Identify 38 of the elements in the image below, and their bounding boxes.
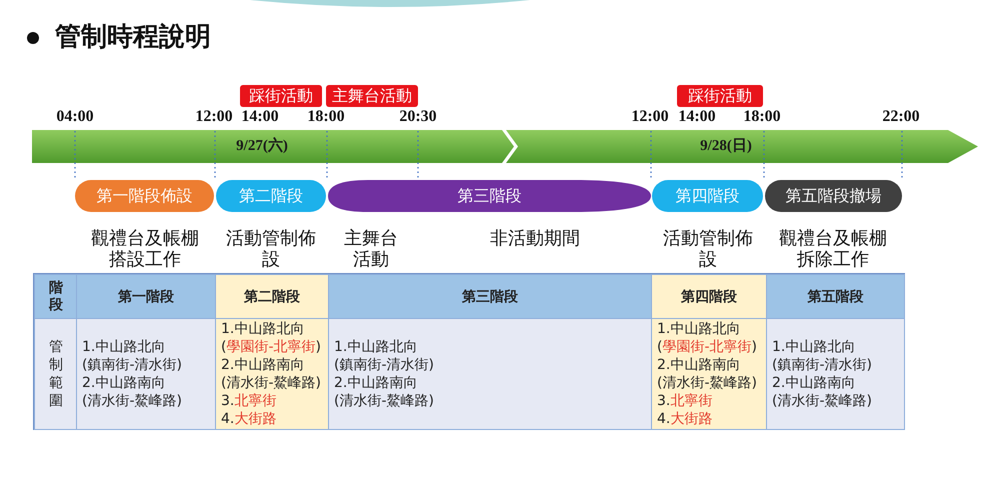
page-title: 管制時程說明 [55, 21, 211, 54]
data-cell: 1.中山路北向 (學園街-北寧街) 2.中山路南向 (清水街-鰲峰路) 3.北寧街 4.大街路 [215, 318, 329, 430]
timeline-band: 9/27(六) [32, 130, 514, 163]
time-label: 14:00 [678, 108, 716, 126]
data-cell: 1.中山路北向 (鎮南街-清水街) 2.中山路南向 (清水街-鰲峰路) [766, 318, 905, 430]
time-label: 12:00 [195, 108, 233, 126]
data-cell: 1.中山路北向 (學園街-北寧街) 2.中山路南向 (清水街-鰲峰路) 3.北寧街 4.大街路 [651, 318, 767, 430]
phase-pill: 第四階段 [652, 180, 763, 212]
time-label: 14:00 [241, 108, 279, 126]
phase-description: 非活動期間 [489, 228, 581, 249]
data-cell: 1.中山路北向 (鎮南街-清水街) 2.中山路南向 (清水街-鰲峰路) [328, 318, 652, 430]
event-tag: 踩街活動 [240, 85, 322, 107]
header-cell: 第三階段 [328, 274, 652, 320]
time-label: 04:00 [56, 108, 94, 126]
time-label: 12:00 [631, 108, 669, 126]
data-cell: 1.中山路北向 (鎮南街-清水街) 2.中山路南向 (清水街-鰲峰路) [76, 318, 216, 430]
phase-pill: 第五階段撤場 [765, 180, 902, 212]
phase-description: 觀禮台及帳棚搭設工作 [90, 228, 200, 270]
header-cell: 第四階段 [651, 274, 767, 320]
phase-description: 活動管制佈設 [662, 228, 754, 270]
time-label: 20:30 [399, 108, 437, 126]
header-cell: 第一階段 [76, 274, 216, 320]
phase-pill: 第二階段 [216, 180, 326, 212]
time-label: 18:00 [743, 108, 781, 126]
timeline-arrow: 9/28(日) [506, 130, 978, 163]
phase-pill: 第一階段佈設 [75, 180, 214, 212]
header-cell: 第二階段 [215, 274, 329, 320]
phase-description: 活動管制佈設 [225, 228, 317, 270]
time-label: 18:00 [307, 108, 345, 126]
phase-pill: 第三階段 [328, 180, 651, 212]
header-cell: 第五階段 [766, 274, 905, 320]
row-header-cell: 管制範圍 [34, 318, 78, 430]
event-tag: 主舞台活動 [326, 85, 418, 107]
phase-description: 主舞台活動 [343, 228, 399, 270]
time-label: 22:00 [882, 108, 920, 126]
phase-description: 觀禮台及帳棚拆除工作 [778, 228, 888, 270]
event-tag: 踩街活動 [677, 85, 763, 107]
header-cell: 階段 [34, 274, 78, 320]
